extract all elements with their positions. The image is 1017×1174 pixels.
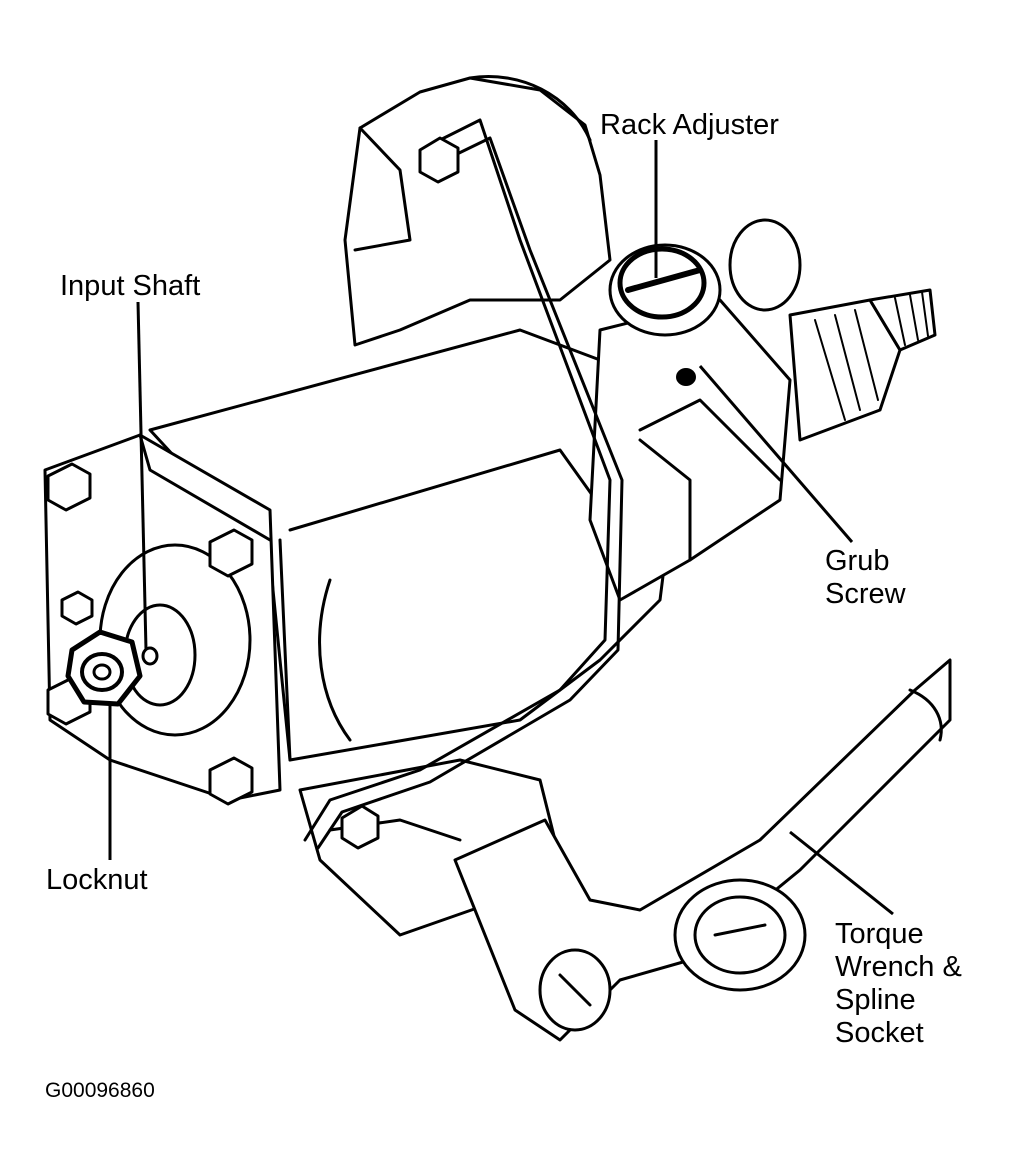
bolt-bottom-right <box>208 756 254 806</box>
locknut-part <box>65 629 159 707</box>
bolt-top-left <box>46 462 92 512</box>
small-bolt <box>60 590 94 626</box>
label-spline: Spline <box>835 984 916 1016</box>
grub-screw-part <box>676 368 696 386</box>
figure-id: G00096860 <box>45 1079 155 1102</box>
label-wrench: Wrench & <box>835 951 962 983</box>
label-screw: Screw <box>825 578 907 610</box>
hydraulic-pipe <box>303 118 624 850</box>
label-rack-adjuster: Rack Adjuster <box>600 109 779 141</box>
torque-wrench-tool <box>453 658 952 1042</box>
end-cover-plate <box>43 433 282 802</box>
label-input-shaft: Input Shaft <box>60 270 200 302</box>
bolt-mid-right <box>208 528 254 578</box>
rack-adjuster-part <box>608 243 722 337</box>
leader-input-shaft <box>136 301 148 651</box>
pinion-shaft <box>728 218 937 442</box>
label-grub: Grub <box>825 545 889 577</box>
label-locknut: Locknut <box>46 864 148 896</box>
label-socket: Socket <box>835 1017 924 1049</box>
leader-grub-screw <box>698 365 854 543</box>
leader-torque-wrench <box>789 830 894 916</box>
label-torque: Torque <box>835 918 924 950</box>
